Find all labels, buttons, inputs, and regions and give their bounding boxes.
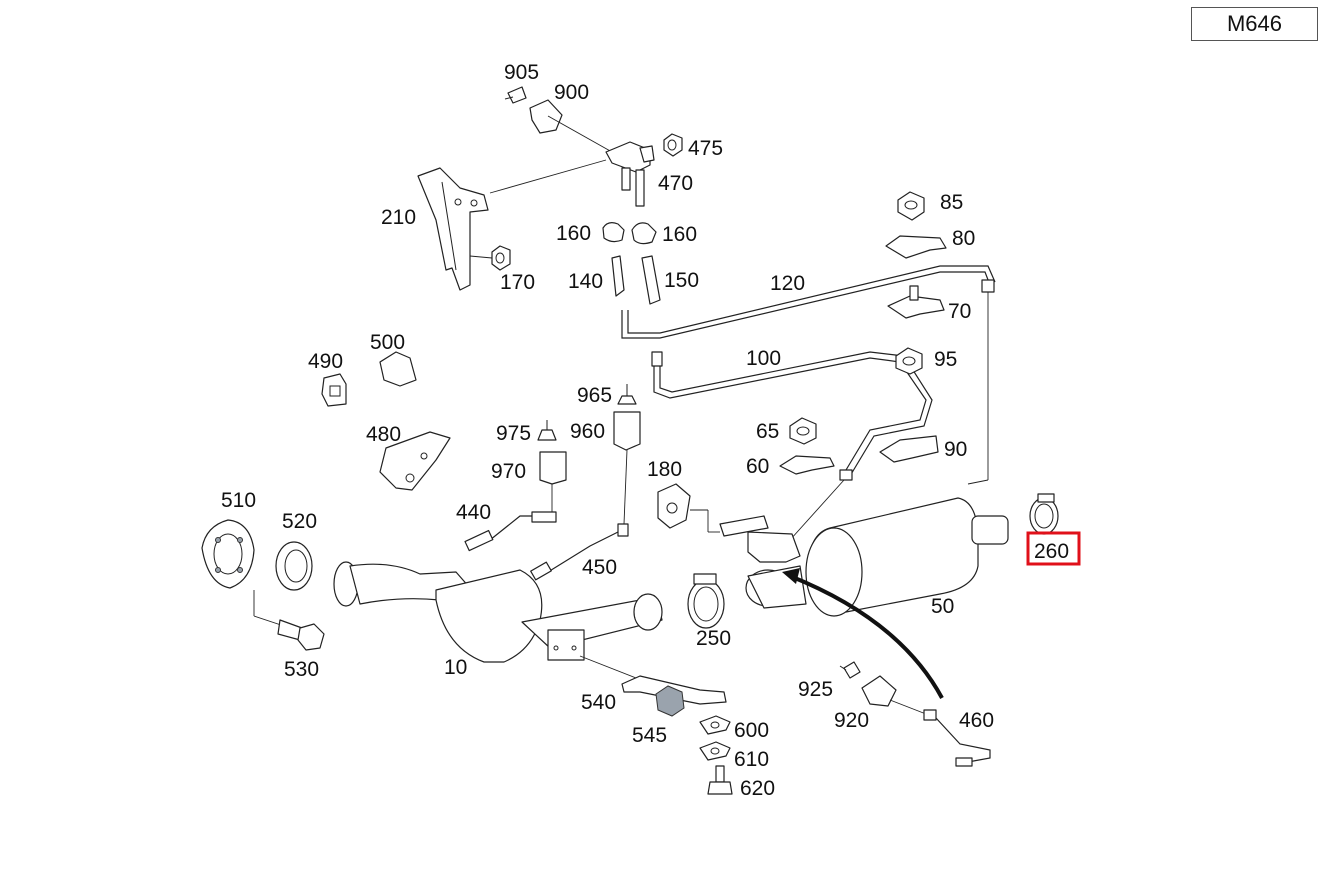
- part-10-drawing[interactable]: [333, 561, 663, 663]
- part-80-drawing[interactable]: [885, 235, 947, 259]
- part-label-510[interactable]: 510: [221, 489, 256, 512]
- part-label-490[interactable]: 490: [308, 350, 343, 373]
- part-965-drawing[interactable]: [617, 384, 637, 405]
- part-975-drawing[interactable]: [537, 420, 557, 441]
- part-label-250[interactable]: 250: [696, 627, 731, 650]
- part-label-460[interactable]: 460: [959, 709, 994, 732]
- part-470-drawing[interactable]: [605, 141, 655, 207]
- part-520-drawing[interactable]: [275, 541, 313, 591]
- part-475-drawing[interactable]: [663, 133, 683, 157]
- part-label-100[interactable]: 100: [746, 347, 781, 370]
- part-label-180[interactable]: 180: [647, 458, 682, 481]
- part-label-80[interactable]: 80: [952, 227, 975, 250]
- part-drawings: [201, 86, 1059, 795]
- part-160b-drawing[interactable]: [631, 222, 657, 245]
- part-label-440[interactable]: 440: [456, 501, 491, 524]
- part-label-500[interactable]: 500: [370, 331, 405, 354]
- part-label-975[interactable]: 975: [496, 422, 531, 445]
- part-label-925[interactable]: 925: [798, 678, 833, 701]
- part-530-drawing[interactable]: [253, 590, 325, 651]
- part-60-drawing[interactable]: [779, 455, 835, 475]
- part-905-drawing[interactable]: [504, 86, 527, 104]
- part-label-970[interactable]: 970: [491, 460, 526, 483]
- part-label-170[interactable]: 170: [500, 271, 535, 294]
- part-450-drawing[interactable]: [530, 449, 629, 581]
- part-170-drawing[interactable]: [491, 245, 511, 271]
- part-label-620[interactable]: 620: [740, 777, 775, 800]
- part-label-610[interactable]: 610: [734, 748, 769, 771]
- part-545-drawing[interactable]: [655, 685, 685, 717]
- part-label-60[interactable]: 60: [746, 455, 769, 478]
- part-610-drawing[interactable]: [699, 741, 731, 761]
- part-925-drawing[interactable]: [839, 661, 861, 679]
- part-140-drawing[interactable]: [611, 255, 625, 297]
- part-970-drawing[interactable]: [539, 451, 567, 485]
- part-label-70[interactable]: 70: [948, 300, 971, 323]
- part-label-540[interactable]: 540: [581, 691, 616, 714]
- part-label-150[interactable]: 150: [664, 269, 699, 292]
- part-90-drawing[interactable]: [879, 435, 939, 463]
- part-500-drawing[interactable]: [379, 351, 417, 387]
- part-labels: 905 900 475 470 210 170 160 160 140 150 120 85 80 70 9…: [221, 61, 1069, 800]
- part-260-drawing[interactable]: [1029, 493, 1059, 535]
- part-label-900[interactable]: 900: [554, 81, 589, 104]
- part-label-260[interactable]: 260: [1034, 540, 1069, 563]
- part-180-drawing[interactable]: [657, 483, 801, 563]
- model-label-box: M646: [1191, 7, 1318, 41]
- part-label-545[interactable]: 545: [632, 724, 667, 747]
- part-95-drawing[interactable]: [895, 347, 923, 375]
- part-210-drawing[interactable]: [417, 167, 489, 291]
- part-label-450[interactable]: 450: [582, 556, 617, 579]
- part-label-960[interactable]: 960: [570, 420, 605, 443]
- part-label-600[interactable]: 600: [734, 719, 769, 742]
- part-label-480[interactable]: 480: [366, 423, 401, 446]
- part-label-50[interactable]: 50: [931, 595, 954, 618]
- part-480-drawing[interactable]: [379, 431, 451, 491]
- part-620-drawing[interactable]: [707, 765, 733, 795]
- part-label-965[interactable]: 965: [577, 384, 612, 407]
- part-label-160b[interactable]: 160: [662, 223, 697, 246]
- part-label-85[interactable]: 85: [940, 191, 963, 214]
- part-label-65[interactable]: 65: [756, 420, 779, 443]
- highlight-frame: [1026, 531, 1081, 566]
- part-label-520[interactable]: 520: [282, 510, 317, 533]
- part-960-drawing[interactable]: [613, 411, 641, 451]
- part-label-210[interactable]: 210: [381, 206, 416, 229]
- part-label-920[interactable]: 920: [834, 709, 869, 732]
- part-460-drawing[interactable]: [889, 699, 991, 767]
- part-150-drawing[interactable]: [641, 255, 661, 305]
- part-160a-drawing[interactable]: [602, 222, 625, 243]
- part-900-drawing[interactable]: [529, 99, 563, 134]
- part-70-drawing[interactable]: [887, 285, 945, 319]
- part-920-drawing[interactable]: [861, 675, 897, 707]
- part-label-120[interactable]: 120: [770, 272, 805, 295]
- pointer-arrow: [782, 568, 944, 699]
- part-label-10[interactable]: 10: [444, 656, 467, 679]
- part-600-drawing[interactable]: [699, 715, 731, 735]
- part-label-90[interactable]: 90: [944, 438, 967, 461]
- part-120-drawing[interactable]: [621, 265, 996, 485]
- part-440-drawing[interactable]: [464, 484, 557, 552]
- part-490-drawing[interactable]: [321, 373, 347, 407]
- part-250-drawing[interactable]: [687, 573, 725, 629]
- part-510-drawing[interactable]: [201, 519, 255, 589]
- part-label-470[interactable]: 470: [658, 172, 693, 195]
- part-label-905[interactable]: 905: [504, 61, 539, 84]
- part-label-140[interactable]: 140: [568, 270, 603, 293]
- part-65-drawing[interactable]: [789, 417, 817, 445]
- part-85-drawing[interactable]: [897, 191, 925, 221]
- part-label-530[interactable]: 530: [284, 658, 319, 681]
- part-label-95[interactable]: 95: [934, 348, 957, 371]
- part-label-160a[interactable]: 160: [556, 222, 591, 245]
- part-label-475[interactable]: 475: [688, 137, 723, 160]
